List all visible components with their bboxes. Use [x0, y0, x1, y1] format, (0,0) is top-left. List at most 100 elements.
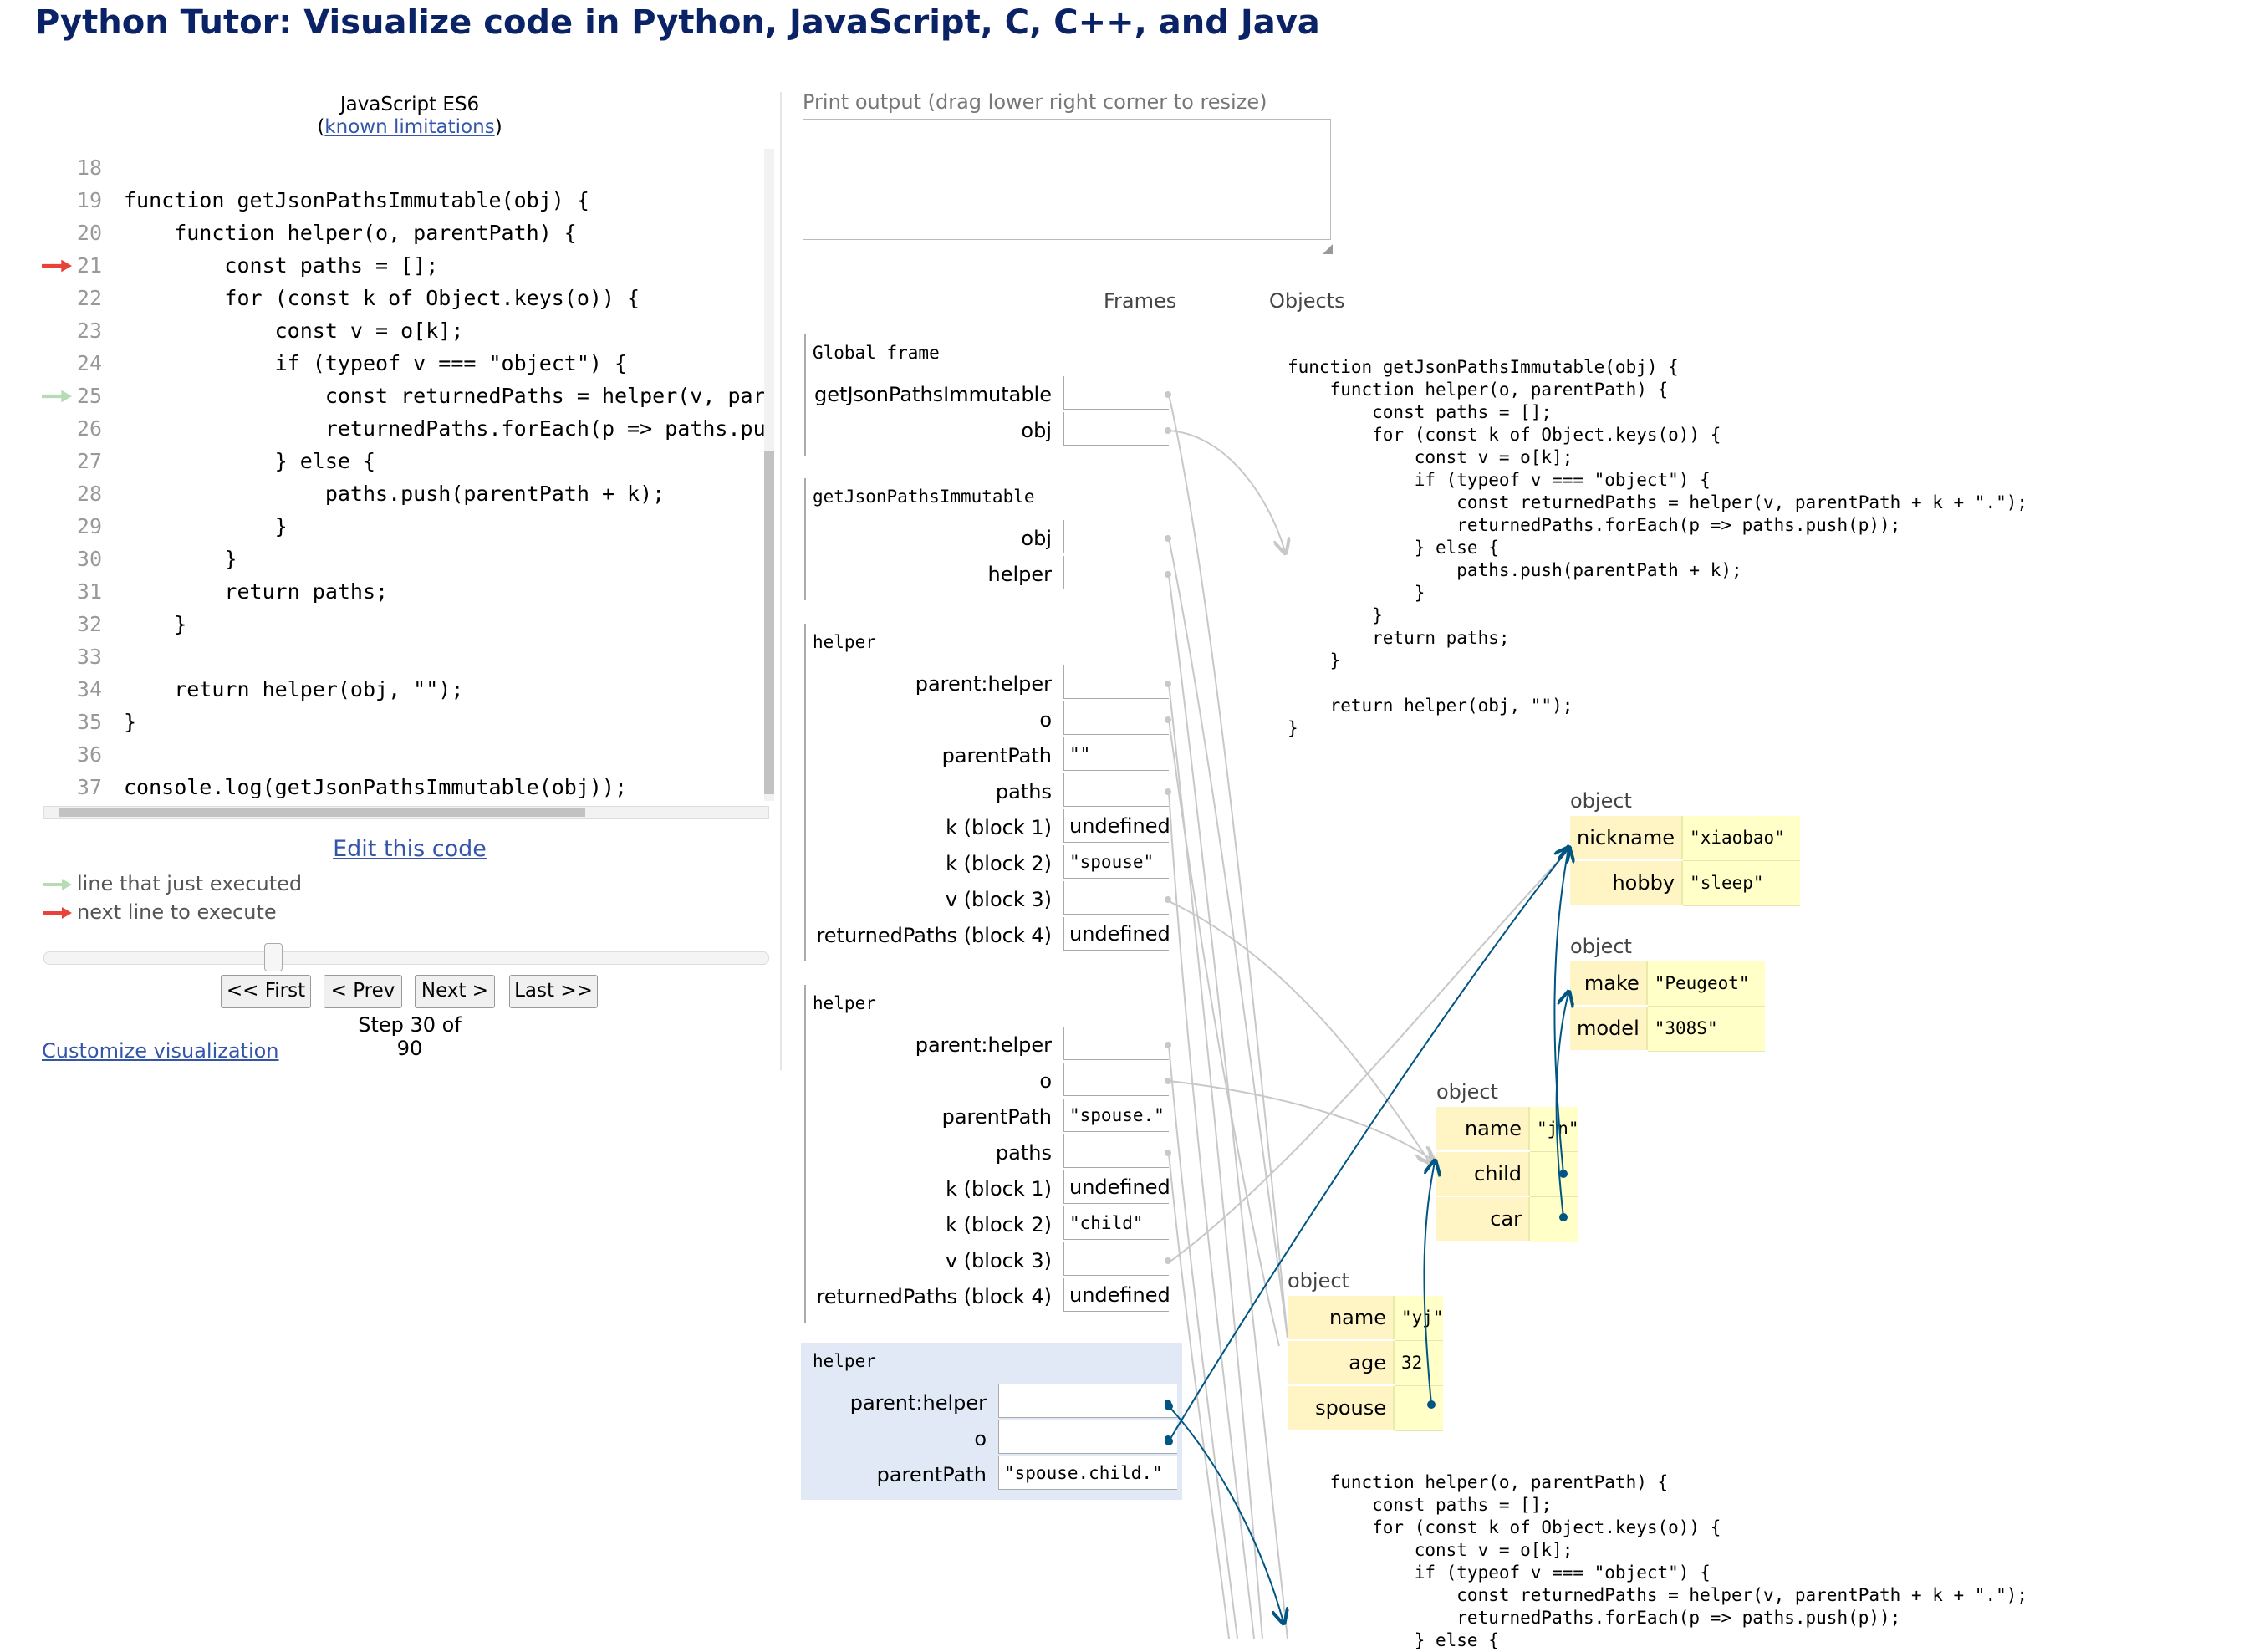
pointer-origin-dot	[1165, 716, 1171, 723]
object-value	[1393, 1385, 1443, 1431]
frame-title: getJsonPathsImmutable	[813, 487, 1035, 507]
frame-var-name: returnedPaths (block 4)	[816, 924, 1052, 947]
object-row: name"jn"	[1436, 1107, 1578, 1152]
frame-var-value: "spouse.child."	[998, 1456, 1177, 1490]
line-code: function helper(o, parentPath) {	[124, 221, 577, 245]
pointer-getJsonPathsImmutable	[1168, 394, 1288, 1338]
line-number: 23	[76, 319, 102, 343]
frame-var-value	[1063, 701, 1169, 735]
object-row: car	[1436, 1196, 1578, 1242]
pointer-origin-dot	[1165, 1257, 1171, 1264]
object-value: "308S"	[1645, 1006, 1765, 1052]
frame-var-value	[1063, 773, 1169, 807]
frame-var-name: parent:helper	[849, 1391, 987, 1415]
pointer-origin-dot	[1165, 1400, 1171, 1406]
frame-var-name: v (block 3)	[945, 888, 1052, 911]
line-number: 34	[76, 677, 102, 701]
frame-var-name: getJsonPathsImmutable	[814, 383, 1052, 406]
frame-var-value: undefined	[1063, 809, 1169, 843]
object-value	[1528, 1196, 1578, 1242]
pointer-obj-local	[1168, 538, 1288, 1338]
frame-title: helper	[813, 993, 876, 1013]
pointer-o-2	[1168, 1080, 1433, 1160]
frame-var-value	[1063, 881, 1169, 915]
step-counter: Step 30 of 90	[358, 1013, 462, 1060]
step-slider[interactable]	[43, 951, 769, 965]
line-number: 33	[76, 645, 102, 669]
legend-prev-line: line that just executed	[43, 872, 302, 895]
legend-next-line: next line to execute	[43, 900, 277, 924]
object-value: "xiaobao"	[1681, 816, 1801, 861]
line-number: 36	[76, 742, 102, 767]
frame-var-value	[1063, 1027, 1169, 1060]
last-button[interactable]: Last >>	[509, 975, 598, 1008]
object-key: name	[1288, 1296, 1394, 1341]
function-object-getJsonPathsImmutable: function getJsonPathsImmutable(obj) { fu…	[1288, 357, 2028, 738]
pointer-origin-dot	[1165, 681, 1171, 687]
frame-var-name: obj	[1021, 419, 1052, 442]
line-number: 18	[76, 156, 102, 180]
line-code: function getJsonPathsImmutable(obj) {	[124, 188, 589, 212]
step-slider-handle[interactable]	[264, 943, 283, 971]
prev-line-arrow-icon	[42, 390, 72, 403]
object-value: "jn"	[1528, 1107, 1578, 1152]
line-number: 29	[76, 514, 102, 538]
object-key: hobby	[1570, 860, 1683, 906]
frame-var-value: "child"	[1063, 1206, 1169, 1240]
line-number: 31	[76, 579, 102, 604]
line-number: 24	[76, 351, 102, 375]
frame-var-value	[1063, 665, 1169, 699]
resize-grip-icon[interactable]	[1323, 244, 1333, 254]
customize-visualization-link[interactable]: Customize visualization	[42, 1039, 279, 1063]
line-code: return helper(obj, "");	[124, 677, 464, 701]
prev-button[interactable]: < Prev	[324, 975, 402, 1008]
object-value: 32	[1393, 1340, 1443, 1386]
object-value: "yj"	[1393, 1296, 1443, 1341]
frame-var-name: k (block 1)	[946, 816, 1052, 839]
code-vertical-scroll-thumb[interactable]	[764, 451, 774, 794]
object-label-hobby: object	[1570, 789, 1632, 813]
line-code: }	[124, 547, 237, 571]
frame-var-name: obj	[1021, 527, 1052, 550]
frame-border	[804, 624, 806, 961]
next-button[interactable]: Next >	[415, 975, 495, 1008]
frame-var-name: returnedPaths (block 4)	[816, 1285, 1052, 1308]
pointer-origin-dot	[1165, 1078, 1171, 1084]
object-key: model	[1570, 1006, 1647, 1052]
legend-prev-text: line that just executed	[77, 872, 303, 895]
frame-var-name: k (block 1)	[946, 1177, 1052, 1201]
code-editor[interactable]: 18 19 function getJsonPathsImmutable(obj) …	[42, 142, 769, 803]
pointer-v-1	[1168, 900, 1430, 1162]
object-row: name"yj"	[1288, 1296, 1443, 1341]
edit-code-link[interactable]: Edit this code	[333, 836, 487, 862]
object-row: spouse	[1288, 1385, 1443, 1431]
known-limitations-link[interactable]: known limitations	[324, 116, 495, 138]
pane-divider	[780, 92, 782, 1070]
frame-var-name: o	[1039, 708, 1052, 732]
line-number: 20	[76, 221, 102, 245]
pointer-helper-fn	[1168, 574, 1288, 1639]
frame-var-value	[1063, 1134, 1169, 1168]
pointer-obj-global	[1168, 430, 1285, 552]
object-car: make"Peugeot" model"308S"	[1570, 961, 1765, 1052]
frame-var-name: parent:helper	[915, 1033, 1052, 1057]
line-code: for (const k of Object.keys(o)) {	[124, 286, 640, 310]
frame-var-name: o	[974, 1427, 987, 1451]
frame-var-value: undefined	[1063, 1278, 1169, 1312]
object-key: car	[1436, 1196, 1529, 1242]
legend-next-text: next line to execute	[77, 900, 277, 924]
frame-var-value	[1063, 520, 1169, 553]
line-number: 19	[76, 188, 102, 212]
line-code: returnedPaths.forEach(p => paths.push(	[124, 416, 769, 441]
line-code: }	[124, 710, 137, 734]
object-value	[1528, 1151, 1578, 1197]
frame-var-name: parentPath	[941, 744, 1052, 767]
first-button[interactable]: << First	[221, 975, 311, 1008]
print-output-box[interactable]	[803, 119, 1331, 240]
print-output-label: Print output (drag lower right corner to…	[803, 90, 1267, 114]
code-horizontal-scroll-thumb[interactable]	[59, 808, 585, 817]
frame-var-name: k (block 2)	[946, 1213, 1052, 1236]
frame-var-value	[1063, 1063, 1169, 1096]
pointer-origin-dot	[1165, 391, 1171, 398]
